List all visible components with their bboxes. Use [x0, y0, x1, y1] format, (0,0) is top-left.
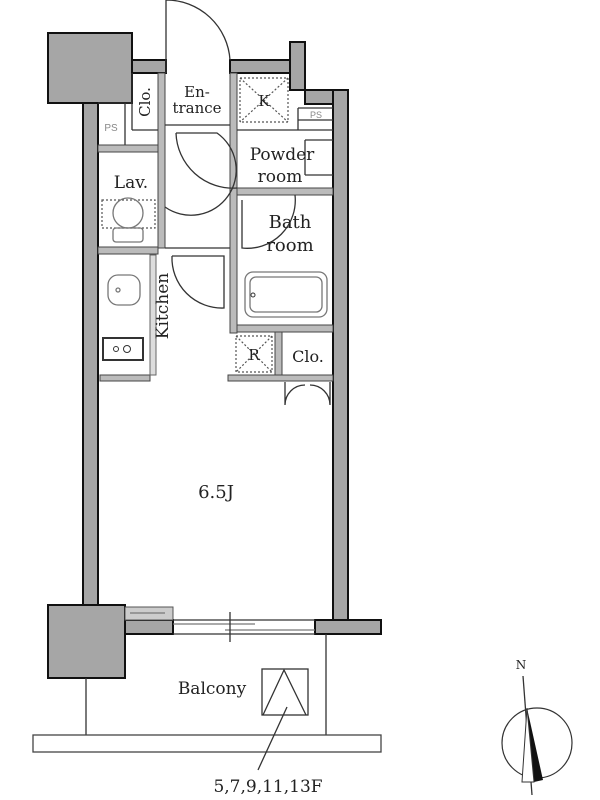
label-entrance-1: En-: [184, 83, 210, 101]
powder-door: [175, 132, 238, 189]
compass-n-label: N: [516, 658, 527, 672]
label-kitchen: Kitchen: [153, 273, 173, 339]
label-closet-top: Clo.: [136, 87, 154, 117]
label-entrance-2: trance: [172, 99, 221, 117]
walls: [47, 32, 382, 679]
wall-left: [82, 102, 99, 606]
label-closet-main: Clo.: [292, 347, 324, 366]
sink: [107, 274, 141, 306]
k-box: [239, 77, 289, 123]
label-balcony: Balcony: [178, 679, 247, 699]
label-bath-2: room: [266, 235, 313, 256]
doors: [164, 0, 331, 406]
pillar-bottom-left: [47, 604, 126, 679]
closet-doors: [284, 382, 331, 406]
evacuation-hatch: [261, 668, 309, 716]
wall-top-a: [131, 59, 167, 74]
toilet: [101, 199, 156, 229]
balcony-window: [124, 606, 315, 642]
entrance-door: [165, 0, 231, 73]
partitions: [97, 72, 334, 382]
wall-bottom-left: [124, 619, 174, 635]
label-bath-1: Bath: [269, 212, 312, 233]
north-compass-icon: N: [501, 658, 573, 796]
pillar-top-left: [47, 32, 133, 104]
lav-door: [164, 132, 237, 216]
wall-top-b: [229, 59, 291, 74]
floors-note: 5,7,9,11,13F: [213, 777, 322, 797]
bathtub: [244, 271, 328, 318]
label-ps-left: PS: [104, 123, 118, 134]
wall-step: [289, 41, 306, 91]
r-box: [235, 335, 273, 373]
wall-bottom-right: [314, 619, 382, 635]
wall-right: [332, 89, 349, 621]
fixtures: [101, 77, 328, 373]
bath-door: [241, 194, 296, 249]
label-k: K: [258, 92, 270, 110]
label-powder-2: room: [258, 167, 303, 187]
balcony: [32, 634, 382, 771]
label-powder-1: Powder: [250, 145, 315, 165]
label-main-room: 6.5J: [198, 482, 234, 503]
kitchen-door: [171, 255, 225, 309]
room-labels: En- trance Clo. PS PS K Powder room Lav.…: [104, 83, 324, 797]
label-r: R: [248, 346, 260, 364]
balcony-rail: [32, 734, 382, 753]
label-ps-right: PS: [310, 110, 322, 120]
label-lav: Lav.: [114, 173, 148, 193]
